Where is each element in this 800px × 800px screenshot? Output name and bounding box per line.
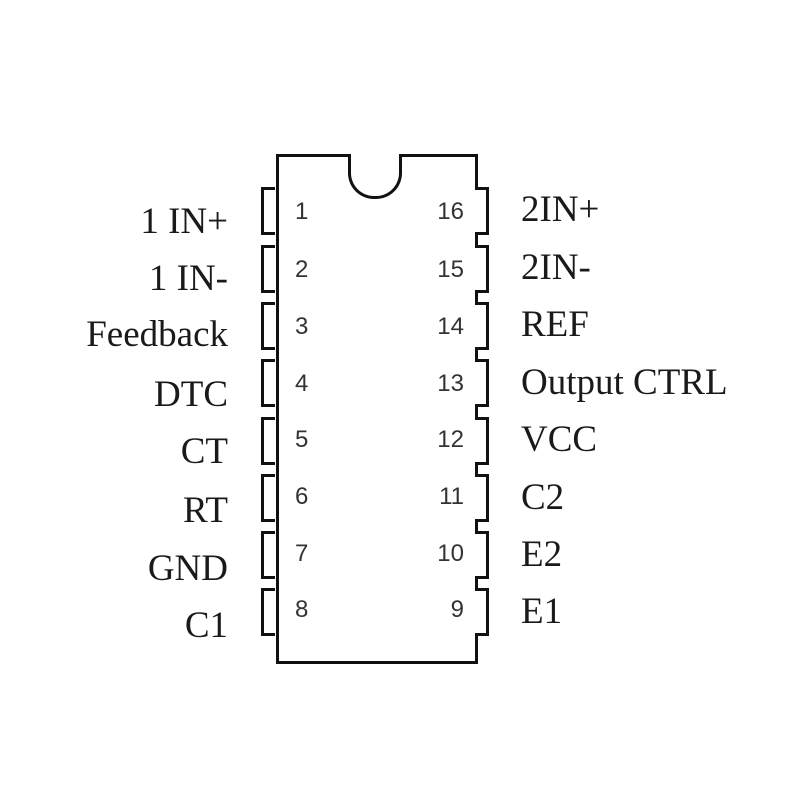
pin-label-8: C1	[184, 605, 228, 646]
pin-label-4: DTC	[154, 374, 228, 415]
pin-number-10: 10	[437, 540, 464, 567]
pin-number-14: 14	[437, 313, 464, 340]
pin-number-2: 2	[295, 256, 309, 283]
pin-stub-12	[475, 417, 489, 465]
pin1-orientation-notch	[348, 154, 402, 199]
pin-number-5: 5	[295, 426, 309, 453]
pin-stub-10	[475, 531, 489, 579]
pin-stub-14	[475, 302, 489, 350]
pin-label-15: 2IN-	[521, 247, 591, 288]
pin-number-1: 1	[295, 198, 309, 225]
pin-number-13: 13	[437, 370, 464, 397]
pin-label-3: Feedback	[86, 314, 228, 355]
pin-label-11: C2	[521, 477, 565, 518]
pin-number-4: 4	[295, 370, 309, 397]
pin-stub-5	[261, 417, 275, 465]
pin-label-9: E1	[521, 591, 563, 632]
pin-number-7: 7	[295, 540, 309, 567]
pin-stub-1	[261, 187, 275, 235]
pin-label-12: VCC	[521, 419, 598, 460]
pin-stub-15	[475, 245, 489, 293]
pin-number-6: 6	[295, 483, 309, 510]
pin-number-15: 15	[437, 256, 464, 283]
pin-label-1: 1 IN+	[140, 201, 228, 242]
pin-stub-11	[475, 474, 489, 522]
pin-stub-3	[261, 302, 275, 350]
pin-label-16: 2IN+	[521, 189, 600, 230]
pin-label-13: Output CTRL	[521, 362, 728, 403]
pin-stub-8	[261, 588, 275, 636]
pin-number-11: 11	[439, 483, 464, 510]
pin-label-7: GND	[147, 548, 228, 589]
pin-label-6: RT	[182, 490, 228, 531]
pin-number-16: 16	[437, 198, 464, 225]
pin-number-12: 12	[437, 426, 464, 453]
pin-stub-9	[475, 588, 489, 636]
pin-number-8: 8	[295, 596, 309, 623]
pin-stub-2	[261, 245, 275, 293]
pin-number-9: 9	[450, 596, 464, 623]
pin-stub-4	[261, 359, 275, 407]
pin-label-10: E2	[521, 534, 563, 575]
pin-label-2: 1 IN-	[148, 258, 228, 299]
pin-number-3: 3	[295, 313, 309, 340]
pin-stub-16	[475, 187, 489, 235]
pin-stub-7	[261, 531, 275, 579]
pin-label-5: CT	[180, 431, 228, 472]
pin-stub-13	[475, 359, 489, 407]
ic-package-body	[276, 154, 478, 664]
pin-stub-6	[261, 474, 275, 522]
pin-label-14: REF	[521, 304, 589, 345]
